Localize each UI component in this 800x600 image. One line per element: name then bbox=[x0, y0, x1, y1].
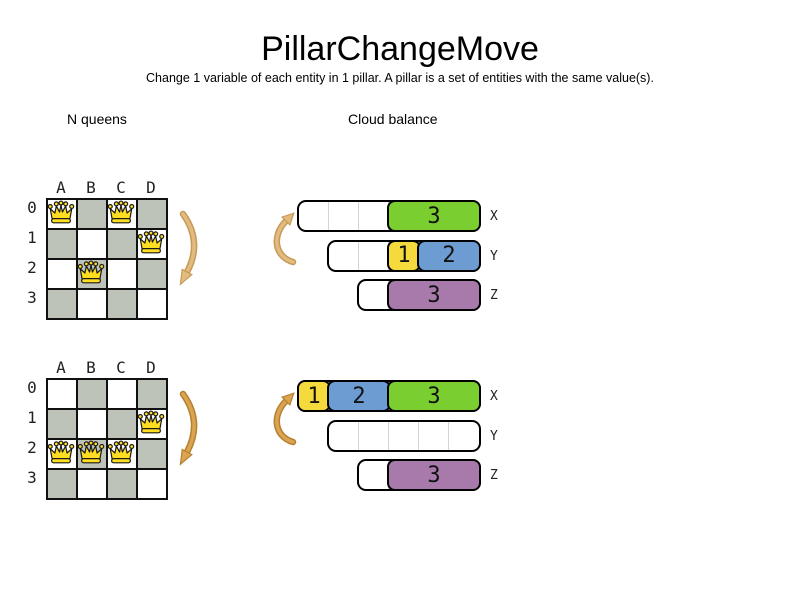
section-label-cloud-balance: Cloud balance bbox=[348, 111, 438, 127]
process-segment: 1 bbox=[387, 239, 421, 272]
computer-label: X bbox=[490, 389, 498, 404]
queen-icon bbox=[107, 440, 135, 464]
process-segment: 2 bbox=[417, 239, 481, 272]
board-cell bbox=[47, 469, 77, 499]
board-row-label: 3 bbox=[27, 468, 37, 487]
board-column-label: D bbox=[146, 358, 156, 377]
queens-move-arrow bbox=[179, 210, 198, 286]
computer-label: Y bbox=[490, 248, 498, 264]
board-cell bbox=[77, 379, 107, 409]
board-cell bbox=[107, 469, 137, 499]
queen bbox=[107, 200, 135, 226]
cloud-move-arrow bbox=[273, 212, 297, 266]
board-column-label: C bbox=[116, 178, 126, 197]
computer-bar: 3 bbox=[297, 200, 481, 232]
process-segment: 1 bbox=[297, 380, 331, 412]
board-row-label: 0 bbox=[27, 378, 37, 397]
process-segment: 3 bbox=[387, 200, 481, 232]
board-cell bbox=[47, 259, 77, 289]
board-row-label: 0 bbox=[27, 198, 37, 217]
queen bbox=[77, 440, 105, 466]
process-segment: 3 bbox=[387, 380, 481, 412]
board-row-label: 1 bbox=[27, 228, 37, 247]
queens-move-arrow bbox=[179, 390, 198, 466]
queen-icon bbox=[77, 260, 105, 284]
queen bbox=[137, 410, 165, 436]
board-cell bbox=[107, 259, 137, 289]
process-segment: 3 bbox=[387, 459, 481, 491]
unit-divider bbox=[358, 202, 359, 230]
board-cell bbox=[137, 379, 167, 409]
computer-label: Z bbox=[490, 468, 498, 483]
computer-label: Z bbox=[490, 288, 498, 303]
computer-bar: 3 bbox=[357, 459, 481, 491]
page-subtitle: Change 1 variable of each entity in 1 pi… bbox=[146, 71, 654, 85]
board-cell bbox=[77, 289, 107, 319]
board-cell bbox=[77, 199, 107, 229]
queen bbox=[47, 440, 75, 466]
board-column-label: D bbox=[146, 178, 156, 197]
board-cell bbox=[47, 289, 77, 319]
queen-icon bbox=[137, 410, 165, 434]
unit-divider bbox=[358, 421, 359, 450]
unit-divider bbox=[358, 241, 359, 270]
unit-divider bbox=[328, 202, 329, 230]
board-cell bbox=[47, 229, 77, 259]
queen-icon bbox=[107, 200, 135, 224]
unit-divider bbox=[418, 421, 419, 450]
board-cell bbox=[77, 409, 107, 439]
process-segment: 2 bbox=[327, 380, 391, 412]
queen-icon bbox=[47, 440, 75, 464]
unit-divider bbox=[388, 421, 389, 450]
board-cell bbox=[77, 469, 107, 499]
queen bbox=[77, 260, 105, 286]
page-title: PillarChangeMove bbox=[261, 30, 539, 68]
board-cell bbox=[137, 259, 167, 289]
chessboard-after: A B C D 0 1 2 3 bbox=[22, 358, 174, 504]
board-cell bbox=[107, 289, 137, 319]
board-column-label: A bbox=[56, 178, 66, 197]
board-cell bbox=[137, 199, 167, 229]
board-column-label: A bbox=[56, 358, 66, 377]
board-cell bbox=[47, 409, 77, 439]
computer-label: Y bbox=[490, 428, 498, 444]
board-cell bbox=[47, 379, 77, 409]
board-cell bbox=[107, 409, 137, 439]
chessboard-before: A B C D 0 1 2 3 bbox=[22, 178, 174, 324]
board-cell bbox=[107, 229, 137, 259]
board-cell bbox=[137, 439, 167, 469]
board-row-label: 2 bbox=[27, 258, 37, 277]
unit-divider bbox=[448, 421, 449, 450]
queen bbox=[47, 200, 75, 226]
process-segment: 3 bbox=[387, 279, 481, 311]
board-column-label: B bbox=[86, 178, 96, 197]
board-row-label: 1 bbox=[27, 408, 37, 427]
queen-icon bbox=[77, 440, 105, 464]
board-row-label: 3 bbox=[27, 288, 37, 307]
board-cell bbox=[107, 379, 137, 409]
computer-bar: 3 bbox=[357, 279, 481, 311]
cloud-move-arrow bbox=[273, 392, 297, 446]
section-label-n-queens: N queens bbox=[67, 111, 127, 127]
board-cell bbox=[137, 289, 167, 319]
queen-icon bbox=[137, 230, 165, 254]
queen bbox=[137, 230, 165, 256]
board-column-label: C bbox=[116, 358, 126, 377]
queen bbox=[107, 440, 135, 466]
board-row-label: 2 bbox=[27, 438, 37, 457]
board-cell bbox=[137, 469, 167, 499]
computer-bar bbox=[327, 419, 481, 452]
queen-icon bbox=[47, 200, 75, 224]
board-cell bbox=[77, 229, 107, 259]
computer-label: X bbox=[490, 209, 498, 224]
board-column-label: B bbox=[86, 358, 96, 377]
